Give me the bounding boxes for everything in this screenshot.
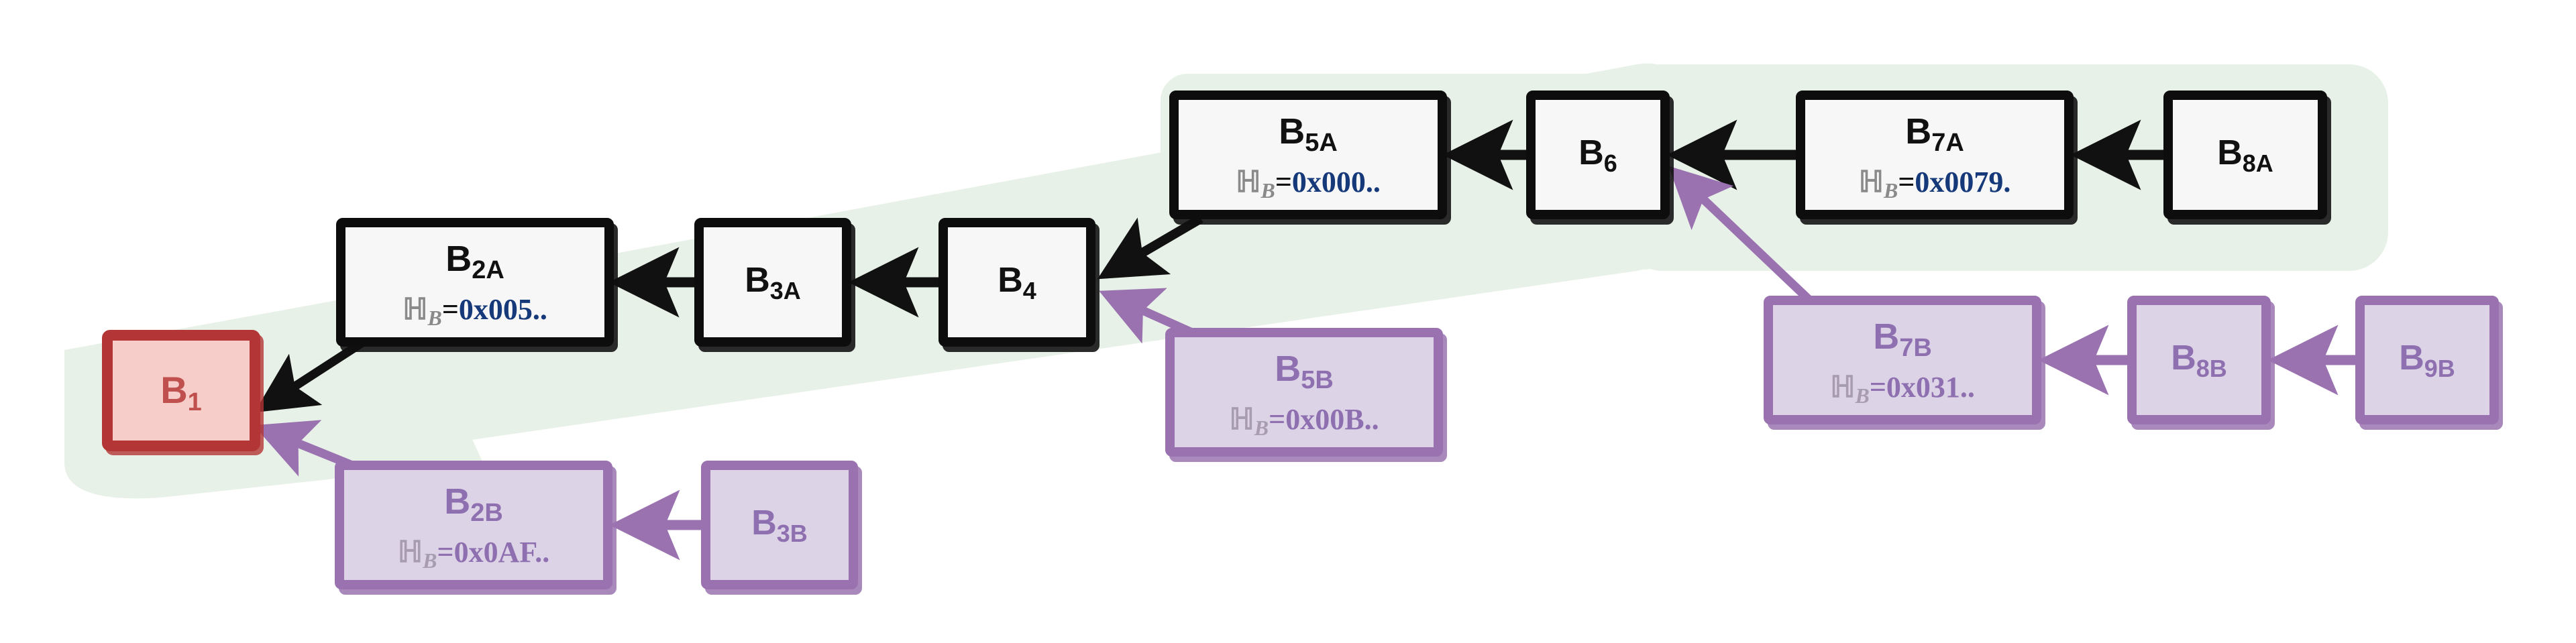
block-B5A[interactable]: B5A ℍB=0x000.. bbox=[1169, 91, 1447, 219]
edge-B2A-to-B1 bbox=[254, 335, 370, 413]
block-B3A[interactable]: B3A bbox=[694, 218, 851, 347]
block-B8B-box[interactable] bbox=[2127, 296, 2271, 424]
block-B6[interactable]: B6 bbox=[1526, 91, 1670, 219]
block-B1-box[interactable] bbox=[102, 330, 260, 451]
block-B7B[interactable]: B7B ℍB=0x031.. bbox=[1764, 296, 2041, 424]
block-B9B[interactable]: B9B bbox=[2355, 296, 2499, 424]
block-B7B-label: B7B bbox=[1873, 316, 1932, 362]
block-B6-box[interactable] bbox=[1526, 91, 1670, 219]
block-B3B-label: B3B bbox=[751, 504, 808, 547]
block-B7A[interactable]: B7A ℍB=0x0079. bbox=[1796, 91, 2074, 219]
block-B8A[interactable]: B8A bbox=[2163, 91, 2327, 219]
block-B2A-hash: ℍB=0x005.. bbox=[402, 293, 547, 330]
block-B4-box[interactable] bbox=[938, 218, 1095, 347]
block-B2B-hash: ℍB=0x0AF.. bbox=[398, 536, 549, 573]
block-B5B-hash: ℍB=0x00B.. bbox=[1229, 403, 1379, 440]
block-B5A-hash: ℍB=0x000.. bbox=[1236, 166, 1381, 202]
block-B5B[interactable]: B5B ℍB=0x00B.. bbox=[1165, 328, 1443, 457]
block-B6-label: B6 bbox=[1578, 133, 1617, 177]
block-B7A-hash: ℍB=0x0079. bbox=[1859, 166, 2011, 202]
block-B3B-box[interactable] bbox=[701, 461, 858, 589]
block-B5B-box[interactable] bbox=[1165, 328, 1443, 457]
block-B8A-label: B8A bbox=[2217, 133, 2273, 177]
block-B5A-label: B5A bbox=[1279, 111, 1338, 157]
block-B2B-label: B2B bbox=[444, 481, 503, 527]
block-B5B-label: B5B bbox=[1275, 349, 1334, 394]
block-B9B-box[interactable] bbox=[2355, 296, 2499, 424]
block-B2A-box[interactable] bbox=[336, 218, 614, 347]
block-B5A-box[interactable] bbox=[1169, 91, 1447, 219]
block-B2A[interactable]: B2A ℍB=0x005.. bbox=[336, 218, 614, 347]
edge-B7B-to-B6 bbox=[1668, 166, 1816, 306]
block-B7A-box[interactable] bbox=[1796, 91, 2074, 219]
block-B8B[interactable]: B8B bbox=[2127, 296, 2271, 424]
chain-edges bbox=[253, 119, 2356, 561]
block-B7B-hash: ℍB=0x031.. bbox=[1830, 371, 1975, 408]
block-B2B-box[interactable] bbox=[335, 461, 612, 589]
block-B4[interactable]: B4 bbox=[938, 218, 1095, 347]
block-B4-label: B4 bbox=[998, 261, 1036, 304]
block-B8A-box[interactable] bbox=[2163, 91, 2327, 219]
block-B1[interactable]: B1 bbox=[102, 330, 260, 451]
block-B8B-label: B8B bbox=[2171, 339, 2227, 382]
block-B2B[interactable]: B2B ℍB=0x0AF.. bbox=[335, 461, 612, 589]
block-B7B-box[interactable] bbox=[1764, 296, 2041, 424]
block-B2A-label: B2A bbox=[445, 239, 504, 284]
block-B3A-box[interactable] bbox=[694, 218, 851, 347]
block-B1-label: B1 bbox=[160, 369, 202, 416]
block-B9B-label: B9B bbox=[2399, 339, 2455, 382]
block-B3A-label: B3A bbox=[745, 261, 801, 304]
edge-B5A-to-B4 bbox=[1097, 214, 1203, 280]
block-B7A-label: B7A bbox=[1905, 111, 1964, 157]
block-B3B[interactable]: B3B bbox=[701, 461, 858, 589]
